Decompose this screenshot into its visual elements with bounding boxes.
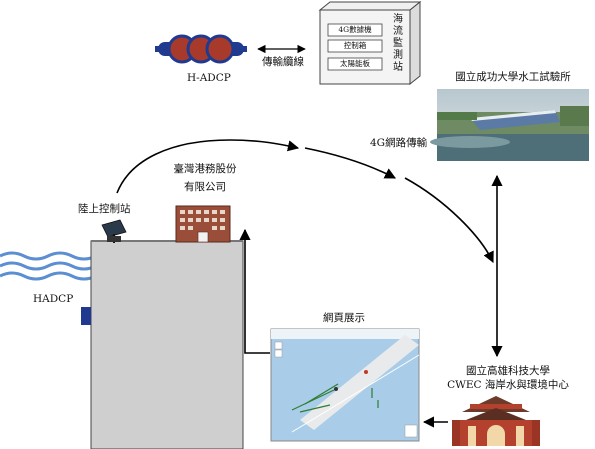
hadcp-side-label: HADCP [33, 293, 74, 305]
box-row-control: 控制箱 [343, 41, 367, 50]
ncku-lab-photo [430, 89, 589, 161]
network-label: 4G網路傳輸 [370, 137, 428, 149]
web-map-screenshot [270, 328, 420, 442]
sea-waves-icon [0, 251, 97, 281]
hadcp-side-sensor-icon [81, 307, 91, 325]
flow-arrow-land-to-network [116, 139, 300, 194]
nkust-label-line1: 國立高雄科技大學 [466, 365, 550, 377]
box-row-modem: 4G數據機 [338, 25, 372, 34]
flow-arrow-network [304, 147, 396, 179]
arrow-web-to-company [239, 228, 270, 354]
ncku-label: 國立成功大學水工試驗所 [455, 71, 571, 83]
solar-panel-icon [101, 219, 127, 243]
company-label-line1: 臺灣港務股份 [173, 163, 237, 175]
company-label-line2: 有限公司 [184, 181, 226, 193]
monitoring-station-box [318, 0, 422, 86]
hadcp-device-icon [155, 34, 247, 64]
pier-block [90, 240, 244, 449]
hadcp-top-label: H-ADCP [187, 72, 231, 84]
nkust-gate-icon [452, 396, 540, 446]
station-vertical-label: 海流監測站 [393, 14, 403, 73]
flow-arrow-network-to-nkust [404, 177, 494, 264]
web-display-label: 網頁展示 [323, 312, 365, 324]
company-building-icon [175, 205, 231, 243]
cable-label: 傳輸纜線 [262, 56, 304, 68]
box-row-solar: 太陽能板 [340, 59, 370, 68]
nkust-label-line2: CWEC 海岸水與環境中心 [447, 379, 569, 391]
land-station-label: 陸上控制站 [78, 203, 131, 215]
